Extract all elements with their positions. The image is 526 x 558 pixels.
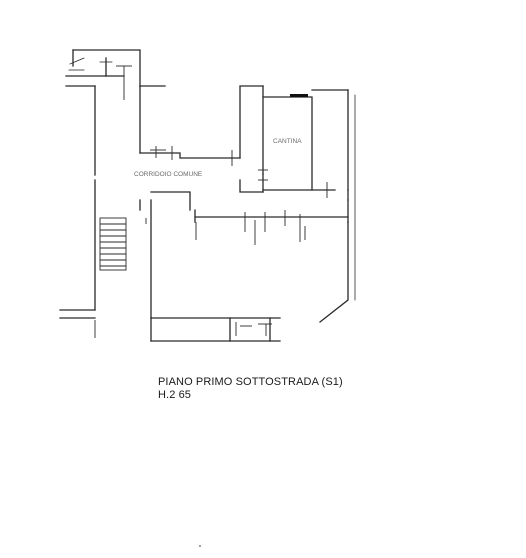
plan-title: PIANO PRIMO SOTTOSTRADA (S1) [158, 376, 343, 388]
room-label-cantina: CANTINA [273, 138, 302, 145]
page-dot [199, 545, 201, 547]
door-marks [94, 65, 328, 338]
walls [59, 49, 356, 342]
dark-wall-segment [290, 94, 308, 97]
ceiling-height: H.2 65 [158, 389, 192, 401]
staircase [99, 217, 127, 271]
room-label-corridor: CORRIDOIO COMUNE [134, 171, 203, 178]
